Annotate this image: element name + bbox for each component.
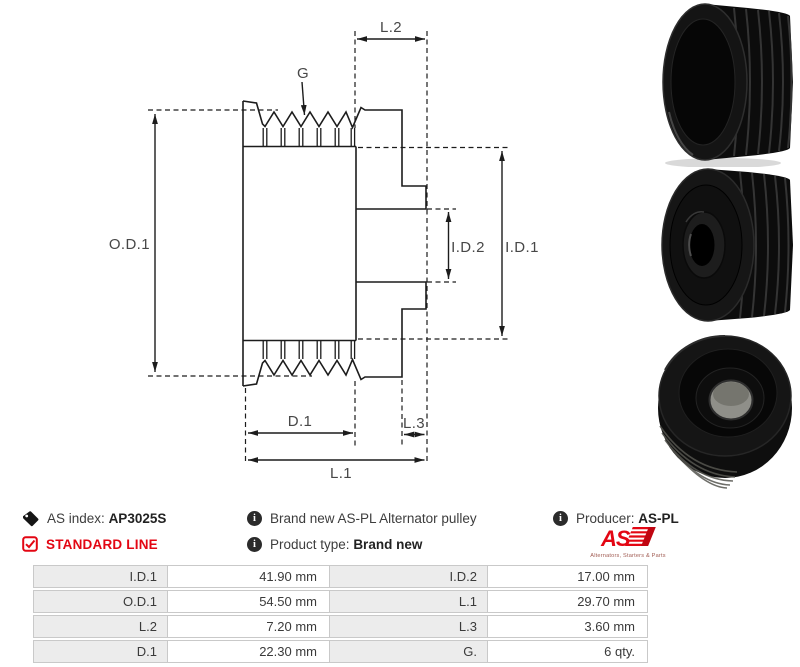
product-photo-ribbed-side[interactable] [648,2,798,167]
spec-label-cell: L.3 [329,615,488,638]
producer-value: AS-PL [638,510,679,526]
tag-icon [22,510,39,527]
table-row: I.D.1 41.90 mm I.D.2 17.00 mm [33,565,650,588]
spec-value-cell: 41.90 mm [167,565,330,588]
spec-label-cell: L.1 [329,590,488,613]
rim-highlight [664,334,726,371]
as-pl-logo: AS Alternators, Starters & Parts [590,526,665,559]
spec-label-cell: L.2 [33,615,168,638]
as-index-line: AS index: AP3025S [22,505,166,531]
spec-label-cell: I.D.1 [33,565,168,588]
bore-interior-shade [713,382,749,406]
dim-label-l3: L.3 [403,415,425,432]
dim-label-l1: L.1 [330,465,352,482]
spec-label-cell: I.D.2 [329,565,488,588]
groove-pointer-arrow [300,81,307,116]
logo-text: AS [600,526,631,551]
center-bore [689,224,715,266]
bore-highlight [688,233,692,257]
spec-table: I.D.1 41.90 mm I.D.2 17.00 mm O.D.1 54.5… [33,565,650,665]
logo-tagline: Alternators, Starters & Parts [590,553,665,559]
spec-value-cell: 29.70 mm [487,590,648,613]
dim-label-id1: I.D.1 [505,239,539,256]
dim-label-l2: L.2 [380,19,402,36]
rim-highlight [668,111,694,156]
as-index-label: AS index: [47,510,105,526]
info-icon: i [553,510,568,526]
product-description: Brand new AS-PL Alternator pulley [270,510,477,526]
spec-value-cell: 6 qty. [487,640,648,663]
dim-label-od1: O.D.1 [109,236,150,253]
description-line: i Brand new AS-PL Alternator pulley [247,505,477,531]
table-row: L.2 7.20 mm L.3 3.60 mm [33,615,650,638]
standard-line-label: STANDARD LINE [46,536,158,552]
pulley-ribs [659,425,738,489]
info-column-right: i Producer: AS-PL [553,505,679,531]
product-photo-top-bore[interactable] [645,330,800,500]
pulley-outline [242,100,427,387]
spec-value-cell: 17.00 mm [487,565,648,588]
info-column-middle: i Brand new AS-PL Alternator pulley i Pr… [247,505,477,557]
spec-label-cell: G. [329,640,488,663]
logo-stripes [625,527,656,546]
info-column-left: AS index: AP3025S STANDARD LINE [22,505,166,557]
dim-label-id2: I.D.2 [451,239,485,256]
table-row: D.1 22.30 mm G. 6 qty. [33,640,650,663]
technical-drawing: O.D.1 G L.2 I.D.2 I.D.1 D.1 L.3 L.1 [109,19,539,482]
photo-reflection [665,158,781,167]
producer-label: Producer: [576,510,635,526]
boss-highlight [685,210,705,223]
spec-value-cell: 54.50 mm [167,590,330,613]
spec-value-cell: 22.30 mm [167,640,330,663]
table-row: O.D.1 54.50 mm L.1 29.70 mm [33,590,650,613]
groove-slots-bottom [262,340,356,359]
product-type-line: i Product type: Brand new [247,531,477,557]
spec-value-cell: 3.60 mm [487,615,648,638]
checkbox-checked-icon [22,536,38,552]
producer-line: i Producer: AS-PL [553,505,679,531]
product-type-label: Product type: [270,536,350,552]
dim-label-d1: D.1 [288,413,313,430]
as-index-value: AP3025S [108,510,167,526]
info-icon: i [247,536,262,552]
info-icon: i [247,510,262,526]
dimension-lines [152,36,505,463]
product-type-value: Brand new [353,536,423,552]
spec-value-cell: 7.20 mm [167,615,330,638]
spec-label-cell: O.D.1 [33,590,168,613]
groove-slots-top [262,128,356,147]
spec-label-cell: D.1 [33,640,168,663]
pulley-front-recess [670,18,736,146]
construction-lines [148,31,508,462]
dim-label-g: G [297,65,309,82]
standard-line-badge: STANDARD LINE [22,531,166,557]
product-photo-hub-side[interactable] [648,168,798,323]
